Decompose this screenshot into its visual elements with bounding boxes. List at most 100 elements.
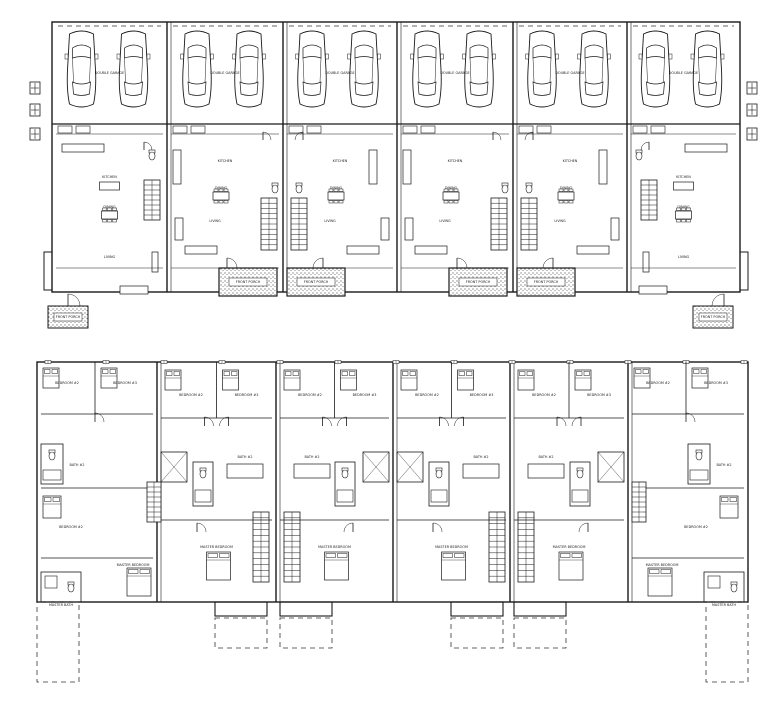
chair [676, 219, 681, 223]
door-swing [439, 416, 449, 427]
master-bedroom-label: MASTER BEDROOM [200, 545, 233, 549]
kitchen-label: KITCHEN [218, 159, 233, 163]
window [392, 360, 400, 364]
window [508, 360, 516, 364]
chair [453, 200, 459, 204]
kitchen-label: KITCHEN [102, 175, 117, 179]
dining-label: DINING [560, 186, 573, 190]
water-tank [632, 125, 648, 134]
door-arc [196, 522, 207, 533]
chair [223, 188, 229, 192]
living-label: LIVING [678, 255, 690, 259]
door-swing [322, 416, 332, 427]
living-label: LIVING [554, 219, 566, 223]
bed [691, 367, 709, 389]
kitchen-counter [402, 149, 412, 185]
door-swing [343, 522, 354, 533]
dining-label: DINING [445, 186, 458, 190]
kitchen-label: KITCHEN [333, 159, 348, 163]
table-top [327, 191, 345, 201]
entry-door [67, 293, 81, 307]
pillow [173, 371, 180, 376]
toilet-bowl [435, 469, 443, 479]
shower [707, 575, 721, 589]
door-swing [578, 522, 589, 533]
pillow [642, 369, 649, 374]
pillow [231, 371, 238, 376]
toilet-bowl [148, 151, 156, 161]
door-arc [685, 412, 696, 423]
master-bath-label: MASTER BATH [49, 603, 73, 607]
porch-label: FRONT PORCH [56, 315, 81, 319]
vanity [571, 489, 589, 503]
door-swing [337, 416, 347, 427]
door-arc [640, 141, 650, 151]
bed [42, 367, 60, 389]
bath-wall [334, 461, 356, 507]
entry-door [226, 257, 238, 269]
kitchen-counter [61, 143, 105, 153]
door-swing [454, 416, 464, 427]
dining-label: DINING [330, 186, 343, 190]
garage-label: DOUBLE GARAGE [669, 71, 698, 75]
front-porch [218, 267, 278, 297]
window [740, 360, 748, 364]
kitchen-island [99, 181, 120, 191]
pillow [576, 371, 583, 376]
toilet-bowl [525, 184, 533, 194]
window [276, 360, 284, 364]
toilet [48, 449, 56, 461]
porch-label-box [53, 312, 83, 322]
chair [107, 207, 112, 211]
stairs [520, 197, 538, 251]
powder-room-toilet [525, 182, 533, 194]
car-icon [64, 30, 99, 108]
utility-counter [650, 125, 666, 134]
pillow [139, 569, 150, 574]
pillow [721, 497, 729, 502]
side-sofa [642, 251, 650, 273]
bedroom-label: BEDROOM #3 [113, 381, 137, 385]
bedroom-label: BEDROOM #2 [55, 381, 79, 385]
garage-label: DOUBLE GARAGE [95, 71, 124, 75]
water-tank [57, 125, 73, 134]
porch-label: FRONT PORCH [701, 315, 726, 319]
pillow [466, 371, 473, 376]
bed [324, 551, 349, 581]
master-bath-label: MASTER BATH [712, 603, 736, 607]
chair [102, 219, 107, 223]
door-swing [556, 416, 567, 427]
sofa [184, 245, 218, 255]
pillow [583, 371, 590, 376]
toilet-bowl [295, 184, 303, 194]
stairs [290, 197, 308, 251]
vanity [42, 469, 62, 481]
door-arc [578, 522, 589, 533]
deck-outline [279, 617, 333, 649]
window [450, 360, 458, 364]
bed [340, 369, 357, 391]
master-bedroom-label: MASTER BEDROOM [553, 545, 586, 549]
toilet [199, 467, 207, 479]
door-arc [226, 257, 238, 269]
pillow [526, 371, 533, 376]
dining-table [212, 188, 230, 204]
bed [164, 369, 182, 391]
stairs [631, 481, 647, 523]
pillow [44, 369, 51, 374]
chair [213, 200, 219, 204]
door-swing [143, 141, 153, 151]
toilet [730, 581, 738, 593]
toilet-bowl [576, 469, 584, 479]
door-arc [492, 131, 502, 141]
bay-window [214, 601, 268, 617]
bed [633, 367, 651, 389]
toilet-bowl [501, 184, 509, 194]
utility-counter [75, 125, 91, 134]
door-swing [219, 416, 229, 427]
door-arc [337, 416, 347, 427]
toilet-bowl [730, 583, 738, 593]
bath-label: BATH #2 [538, 455, 553, 459]
